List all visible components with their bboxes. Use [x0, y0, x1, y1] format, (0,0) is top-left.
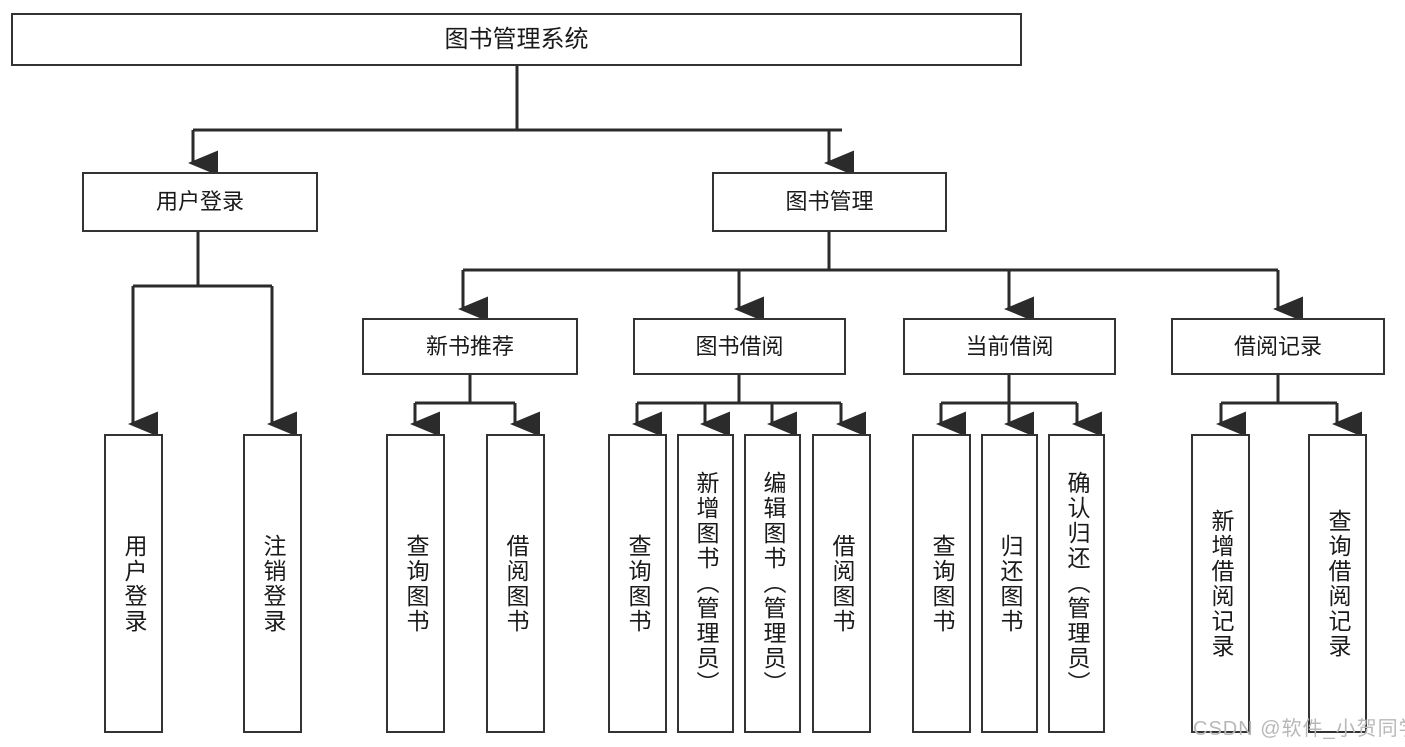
leaf-query-book-borrow[interactable]: 查询图书 — [608, 434, 667, 733]
node-label: 图书借阅 — [695, 333, 784, 359]
node-label: 新书推荐 — [425, 333, 514, 359]
leaf-borrow-book-recommend[interactable]: 借阅图书 — [486, 434, 545, 733]
node-label: 用户登录 — [155, 189, 244, 215]
node-new-book-recommend[interactable]: 新书推荐 — [362, 318, 578, 375]
leaf-logout[interactable]: 注销登录 — [243, 434, 302, 733]
node-book-borrow[interactable]: 图书借阅 — [633, 318, 846, 375]
leaf-query-book-recommend[interactable]: 查询图书 — [386, 434, 445, 733]
csdn-watermark: CSDN @软件_小贺同学 — [1193, 718, 1405, 740]
node-label: 图书管理系统 — [444, 25, 589, 53]
node-label: 借阅图书 — [829, 533, 855, 634]
leaf-confirm-return-admin[interactable]: 确认归还（管理员） — [1048, 434, 1105, 733]
node-user-login[interactable]: 用户登录 — [82, 172, 318, 232]
node-label: 查询借阅记录 — [1325, 508, 1351, 659]
node-label: 确认归还（管理员） — [1064, 471, 1090, 696]
leaf-query-book-current[interactable]: 查询图书 — [912, 434, 971, 733]
node-label: 编辑图书（管理员） — [760, 471, 786, 696]
node-label: 新增图书（管理员） — [693, 471, 719, 696]
leaf-return-book[interactable]: 归还图书 — [981, 434, 1038, 733]
node-label: 当前借阅 — [965, 333, 1054, 359]
node-label: 借阅记录 — [1233, 333, 1322, 359]
node-label: 借阅图书 — [503, 533, 529, 634]
node-label: 用户登录 — [121, 533, 147, 634]
node-label: 注销登录 — [260, 533, 286, 634]
leaf-add-book-admin[interactable]: 新增图书（管理员） — [677, 434, 734, 733]
node-book-management[interactable]: 图书管理 — [712, 172, 947, 232]
node-borrow-record[interactable]: 借阅记录 — [1171, 318, 1385, 375]
node-root-system[interactable]: 图书管理系统 — [11, 13, 1022, 66]
leaf-borrow-book[interactable]: 借阅图书 — [812, 434, 871, 733]
leaf-user-login[interactable]: 用户登录 — [104, 434, 163, 733]
node-label: 查询图书 — [929, 533, 955, 634]
node-label: 查询图书 — [403, 533, 429, 634]
leaf-edit-book-admin[interactable]: 编辑图书（管理员） — [744, 434, 801, 733]
leaf-add-borrow-record[interactable]: 新增借阅记录 — [1191, 434, 1250, 733]
node-label: 归还图书 — [997, 533, 1023, 634]
node-label: 图书管理 — [785, 189, 874, 215]
node-current-borrow[interactable]: 当前借阅 — [903, 318, 1116, 375]
node-label: 新增借阅记录 — [1208, 508, 1234, 659]
leaf-query-borrow-record[interactable]: 查询借阅记录 — [1308, 434, 1367, 733]
node-label: 查询图书 — [625, 533, 651, 634]
